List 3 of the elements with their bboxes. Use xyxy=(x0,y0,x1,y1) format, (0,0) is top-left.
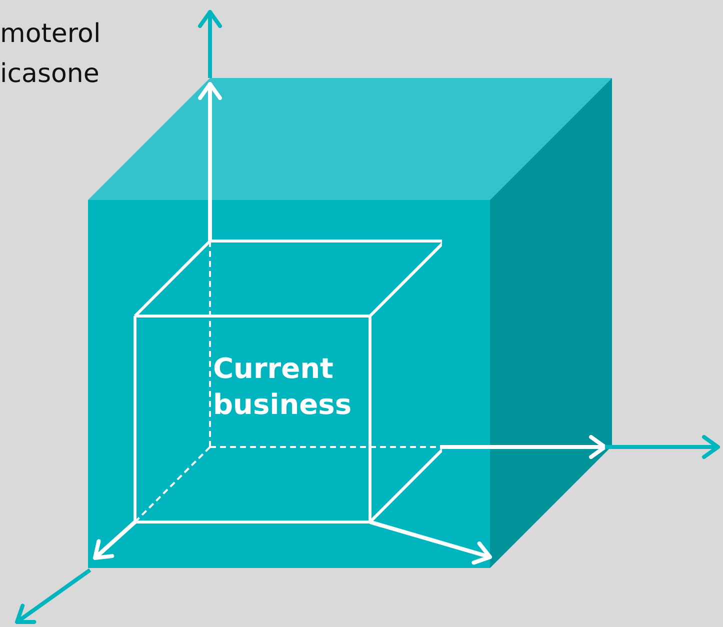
label-text: icasone xyxy=(0,58,100,91)
node-label: Current business xyxy=(213,351,352,423)
label-text: moterol xyxy=(0,18,101,51)
